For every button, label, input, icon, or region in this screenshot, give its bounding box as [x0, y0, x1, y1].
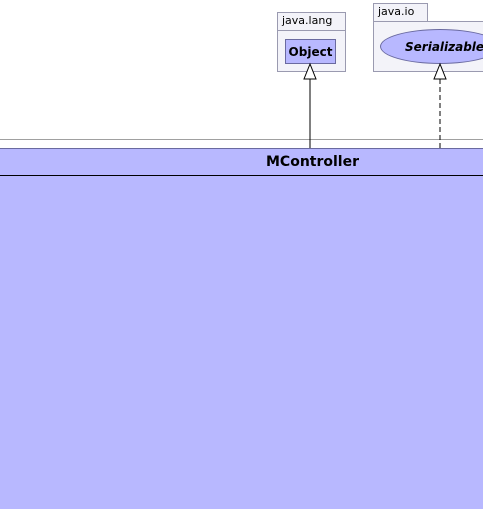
- implements-edge[interactable]: [433, 62, 447, 148]
- interface-serializable-label: Serializable: [405, 39, 483, 54]
- class-mcontroller-body[interactable]: [0, 176, 483, 509]
- package-label-java-io: java.io: [378, 5, 415, 18]
- class-object-label: Object: [288, 44, 333, 59]
- inheritance-arrow-icon: [303, 62, 317, 80]
- interface-serializable[interactable]: Serializable: [380, 29, 483, 64]
- class-mcontroller-header[interactable]: MController: [0, 148, 483, 176]
- extends-edge[interactable]: [303, 62, 317, 148]
- class-object[interactable]: Object: [285, 39, 336, 64]
- package-tab-java-io: java.io: [373, 3, 428, 22]
- package-label-java-lang: java.lang: [282, 14, 333, 27]
- realization-arrow-icon: [433, 62, 447, 80]
- class-mcontroller-label: MController: [266, 154, 360, 170]
- class-separator-line: [0, 139, 483, 140]
- package-tab-java-lang: java.lang: [277, 12, 346, 31]
